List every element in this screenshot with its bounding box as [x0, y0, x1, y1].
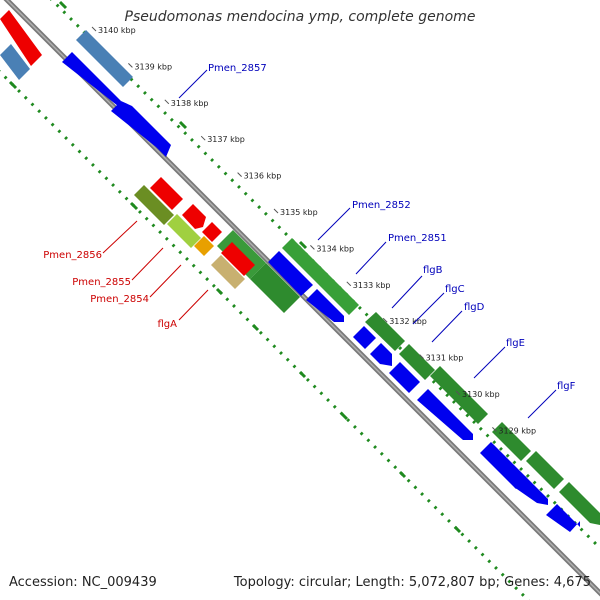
cds-edge-steel[interactable]: [0, 44, 30, 80]
blue-cds-track: [0, 44, 580, 532]
gene-label-flgc[interactable]: flgC: [445, 284, 465, 295]
accession-text: Accession: NC_009439: [9, 575, 157, 590]
forward-cds-flgg[interactable]: [559, 482, 600, 525]
reverse-cds-pmen-2856[interactable]: [134, 185, 174, 225]
cds-flgd-blue[interactable]: [389, 362, 420, 393]
forward-cds-pmen-2851-green[interactable]: [250, 263, 300, 313]
gene-label-flga[interactable]: flgA: [158, 319, 178, 330]
gene-label-pmen-2855[interactable]: Pmen_2855: [72, 277, 131, 288]
gene-label-pmen-2851[interactable]: Pmen_2851: [388, 233, 447, 244]
gene-label-pmen-2852[interactable]: Pmen_2852: [352, 200, 411, 211]
tick-label: 3137 kbp: [207, 135, 245, 144]
gc-track-inner: [0, 69, 531, 600]
forward-cds-flgc[interactable]: [399, 344, 435, 380]
reverse-cds-track: [134, 177, 255, 289]
forward-label-leaders: [178, 69, 557, 419]
tick-mark: [382, 317, 388, 323]
tick-mark: [128, 63, 133, 68]
tick-mark: [91, 26, 97, 32]
reverse-cds-pmen-2854[interactable]: [194, 236, 214, 256]
cds-flgb-blue[interactable]: [353, 326, 376, 349]
gene-label-flge[interactable]: flgE: [506, 338, 525, 349]
cds-pmen-2857[interactable]: [62, 52, 121, 106]
tick-label: 3131 kbp: [426, 354, 464, 363]
tick-mark: [273, 208, 279, 214]
cds-flge-blue[interactable]: [417, 389, 473, 440]
forward-cds-flgb[interactable]: [365, 312, 405, 351]
cds-flgf-arrow-blue[interactable]: [514, 476, 548, 505]
reverse-cds-pmen-2855[interactable]: [167, 214, 201, 248]
reverse-cds-pmen-2856-red[interactable]: [150, 177, 183, 210]
reverse-cds-pmen-2854-red[interactable]: [202, 222, 222, 242]
reverse-label-leaders: [102, 220, 209, 321]
gene-label-pmen-2857[interactable]: Pmen_2857: [208, 63, 267, 74]
map-title: Pseudomonas mendocina ymp, complete geno…: [124, 9, 476, 25]
tick-label: 3136 kbp: [244, 172, 282, 181]
forward-cds-flgd[interactable]: [430, 366, 488, 424]
forward-cds-pmen-2858[interactable]: [76, 30, 133, 87]
tick-label: 3139 kbp: [134, 62, 172, 71]
gene-label-pmen-2856[interactable]: Pmen_2856: [43, 250, 102, 261]
tick-label: 3130 kbp: [462, 390, 500, 399]
reverse-gene-labels: Pmen_2856 Pmen_2855 Pmen_2854 flgA: [43, 250, 177, 330]
cds-flgc-blue[interactable]: [370, 343, 392, 366]
forward-cds-pmen-2852[interactable]: [282, 238, 359, 315]
cds-flgg-blue[interactable]: [546, 504, 580, 532]
reverse-cds-flga[interactable]: [211, 255, 245, 289]
tick-mark: [492, 427, 497, 432]
forward-cds-flge[interactable]: [492, 422, 531, 461]
cds-flgf-blue[interactable]: [480, 442, 527, 489]
tick-label: 3135 kbp: [280, 208, 318, 217]
forward-cds-flgf[interactable]: [526, 451, 564, 489]
forward-gene-labels: Pmen_2857 Pmen_2852 Pmen_2851 flgB flgC …: [208, 63, 576, 392]
tick-mark: [237, 172, 242, 177]
tick-mark: [346, 281, 352, 287]
tick-mark: [419, 354, 424, 359]
topology-text: Topology: circular; Length: 5,072,807 bp…: [233, 575, 591, 590]
gene-label-pmen-2854[interactable]: Pmen_2854: [90, 294, 149, 305]
tick-label: 3132 kbp: [389, 317, 427, 326]
tick-mark: [455, 390, 461, 396]
gc-track-outer: [49, 0, 600, 550]
reverse-cds-pmen-2855-red[interactable]: [182, 204, 206, 229]
tick-label: 3134 kbp: [316, 244, 354, 253]
tick-mark: [310, 245, 315, 250]
cds-pmen-2852-blue[interactable]: [268, 251, 313, 296]
cds-pmen-2857-arrow[interactable]: [111, 101, 171, 157]
tick-mark: [200, 135, 206, 141]
cds-pmen-2851-blue[interactable]: [306, 289, 344, 322]
tick-label: 3129 kbp: [498, 426, 536, 435]
gene-label-flgf[interactable]: flgF: [557, 381, 576, 392]
tick-label: 3140 kbp: [98, 26, 136, 35]
gene-label-flgd[interactable]: flgD: [464, 302, 485, 313]
forward-cds-track: [0, 10, 600, 525]
reverse-cds-flga-red[interactable]: [221, 242, 255, 276]
coordinate-ticks: 3140 kbp 3139 kbp 3138 kbp 3137 kbp 3136 kbp…: [91, 26, 536, 435]
tick-label: 3133 kbp: [353, 281, 391, 290]
gene-label-flgb[interactable]: flgB: [423, 265, 443, 276]
tick-mark: [164, 99, 170, 105]
tick-label: 3138 kbp: [171, 99, 209, 108]
forward-cds-edge-red[interactable]: [0, 10, 42, 66]
